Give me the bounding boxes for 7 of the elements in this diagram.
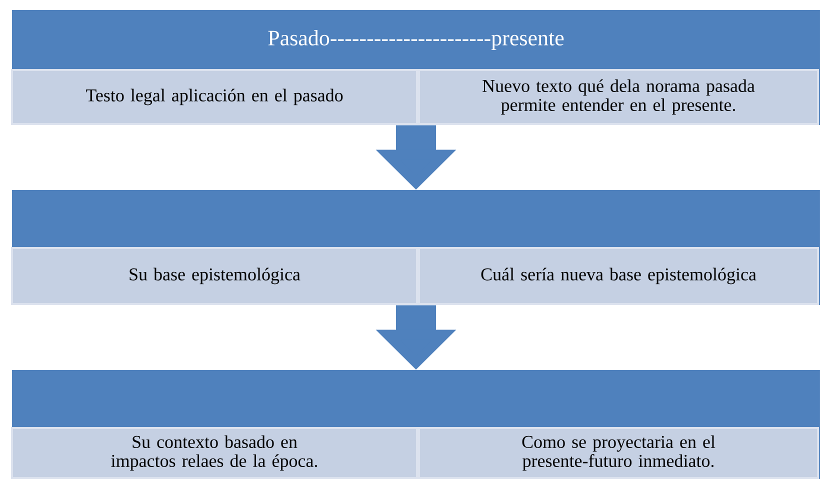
content-cell: Testo legal aplicación en el pasado [11,69,418,125]
content-cell: Como se proyectaria en el presente-futuro inmediato. [418,426,819,479]
content-cell: Su contexto basado en impactos relaes de la época. [11,426,418,479]
content-cell: Nuevo texto qué dela norama pasada permite entender en el presente. [418,69,819,125]
content-cell: Su base epistemológica [11,247,418,305]
content-cell: Cuál sería nueva base epistemológica [418,247,819,305]
header-text: Pasado----------------------presente [268,30,564,50]
